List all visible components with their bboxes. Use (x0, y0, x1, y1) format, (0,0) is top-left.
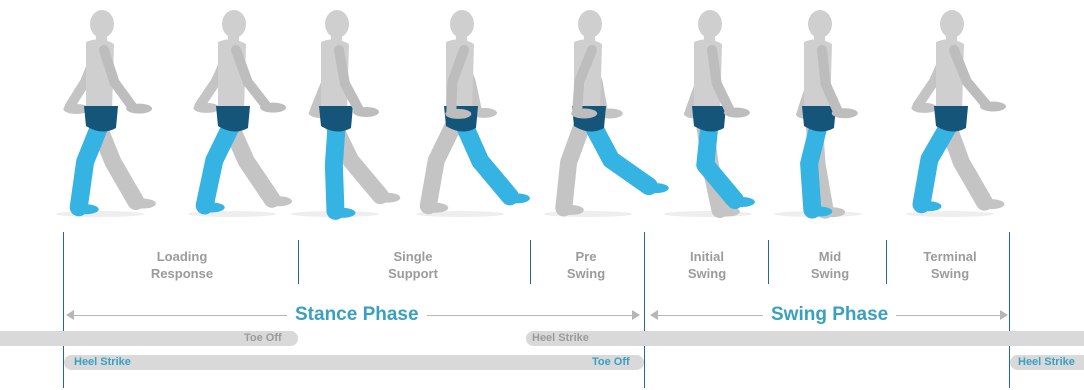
front-arm-foot (353, 107, 379, 117)
reference-leg-foot (916, 201, 942, 211)
front-arm-foot (260, 103, 286, 113)
head (808, 10, 832, 38)
back-leg-foot (130, 199, 156, 209)
ground-shadow (56, 211, 144, 217)
stance-phase-span: Stance Phase (66, 304, 640, 326)
reference-leg (79, 120, 102, 207)
top-heel-strike-label: Heel Strike (532, 331, 589, 346)
reference-leg-foot (504, 193, 530, 203)
pelvis (84, 106, 118, 132)
opposite-limb-stance-bar-2 (526, 331, 1084, 346)
neck (704, 34, 715, 44)
end-heel-strike-label: Heel Strike (1018, 355, 1075, 370)
front-arm-foot (571, 108, 597, 118)
divider-single-pre (530, 240, 531, 284)
neck (584, 34, 595, 44)
reference-leg-foot (199, 202, 225, 212)
swing-phase-title: Swing Phase (763, 304, 896, 326)
head (325, 10, 349, 38)
back-leg-foot (422, 203, 448, 213)
pelvis (934, 106, 968, 132)
neck (814, 34, 825, 44)
pelvis (802, 106, 836, 132)
neck (331, 34, 342, 44)
reference-leg-foot (643, 183, 669, 193)
back-arm-foot (911, 103, 937, 113)
reference-leg-foot (329, 208, 355, 218)
back-leg-foot (266, 196, 292, 206)
reference-leg (922, 120, 952, 204)
neck (946, 34, 957, 44)
front-arm-foot (980, 102, 1006, 112)
reference-leg-foot (806, 207, 832, 217)
walking-figures (0, 0, 1084, 225)
divider-mid-terminal (886, 240, 887, 284)
front-arm-foot (445, 109, 471, 119)
reference-limb-stance-bar (64, 355, 644, 370)
pelvis (319, 106, 353, 132)
neck (456, 34, 467, 44)
divider-stance-swing (644, 232, 645, 388)
head (222, 10, 246, 38)
head (90, 10, 114, 38)
pelvis (692, 106, 726, 132)
arrow-left-icon (66, 310, 74, 320)
back-arm-foot (193, 103, 219, 113)
pelvis (216, 106, 250, 132)
back-leg (564, 120, 584, 208)
head (698, 10, 722, 38)
front-arm-foot (724, 108, 750, 118)
back-leg-foot (374, 193, 400, 203)
back-leg-foot (978, 199, 1004, 209)
neck (228, 34, 239, 44)
arrow-left-icon (650, 310, 658, 320)
back-leg (428, 120, 456, 206)
front-arm-foot (126, 104, 152, 114)
bottom-heel-strike-label: Heel Strike (74, 355, 131, 370)
bottom-toe-off-label: Toe Off (592, 355, 630, 370)
reference-leg (334, 120, 337, 211)
head (578, 10, 602, 38)
reference-leg (462, 120, 510, 196)
swing-phase-span: Swing Phase (650, 304, 1008, 326)
reference-leg-foot (73, 204, 99, 214)
front-arm-foot (832, 108, 858, 118)
head (940, 10, 964, 38)
neck (96, 34, 107, 44)
divider-loading-single (298, 240, 299, 284)
head (450, 10, 474, 38)
stance-phase-title: Stance Phase (287, 304, 427, 326)
arrow-right-icon (632, 310, 640, 320)
top-toe-off-label: Toe Off (244, 331, 282, 346)
reference-leg-foot (729, 197, 755, 207)
divider-initial-mid (768, 240, 769, 284)
back-leg-foot (558, 205, 584, 215)
arrow-right-icon (1000, 310, 1008, 320)
reference-leg (205, 120, 234, 205)
